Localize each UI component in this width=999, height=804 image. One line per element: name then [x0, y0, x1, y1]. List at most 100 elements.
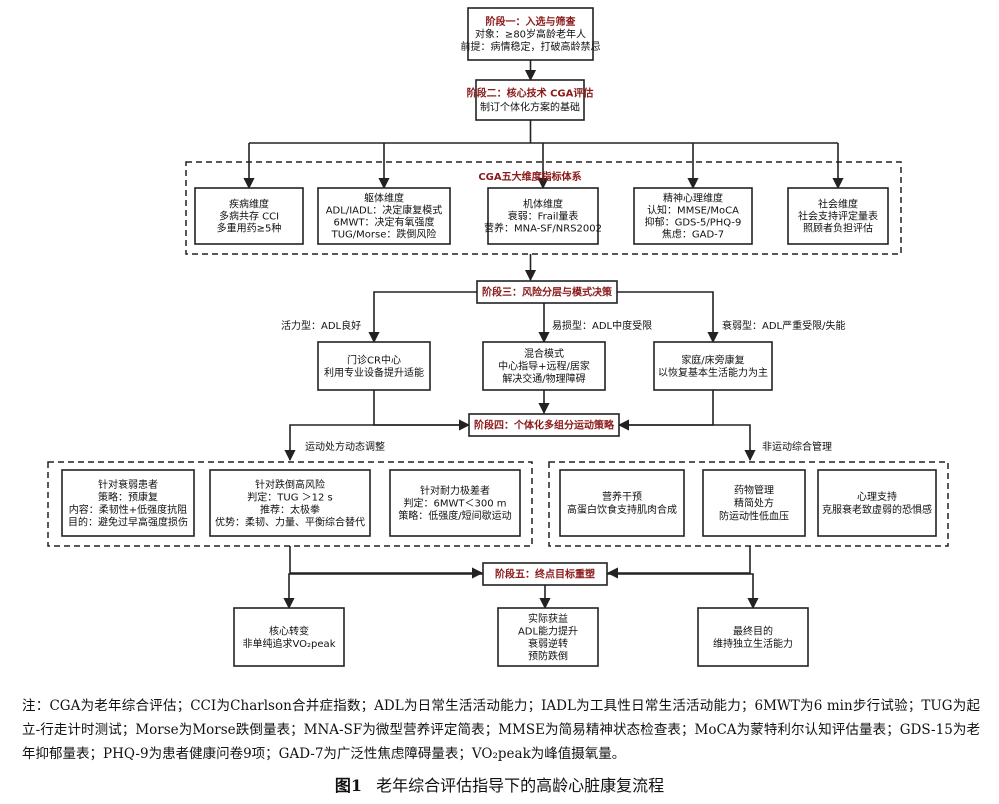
cga-box-4-line: 抑郁：GDS-5/PHQ-9	[645, 216, 742, 229]
stage2-box-frame	[475, 79, 585, 121]
cga-box-2-line: 6MWT：决定有氧强度	[334, 216, 435, 229]
outcome-box-2-frame	[497, 607, 599, 667]
nonexercise-dashed-group	[548, 461, 949, 547]
cga-group-title: CGA五大维度指标体系	[478, 170, 581, 183]
cga-box-3-title: 机体维度	[523, 198, 563, 211]
exercise-box-1-line: 内容：柔韧性+低强度抗阻	[69, 503, 187, 516]
stage3-box: 阶段三：风险分层与模式决策	[476, 280, 618, 304]
mode-3-label: 衰弱型：ADL严重受限/失能	[722, 319, 845, 332]
exercise-group-label: 运动处方动态调整	[305, 440, 385, 453]
stage3-box-title: 阶段三：风险分层与模式决策	[482, 286, 613, 299]
exercise-box-1-frame	[61, 469, 195, 537]
outcome-box-2-title: 实际获益	[528, 612, 568, 625]
nonexercise-box-2-line: 防运动性低血压	[719, 510, 789, 523]
arrow-to-mode-3	[617, 291, 719, 344]
cga-dashed-group	[185, 161, 902, 255]
mode-box-2-line: 中心指导+远程/居家	[498, 360, 590, 373]
stage4-box-title: 阶段四：个体化多组分运动策略	[474, 419, 615, 432]
nonexercise-box-3-frame	[817, 469, 937, 537]
stage2-box-line: 制订个体化方案的基础	[480, 101, 580, 114]
flowchart: 阶段一：入选与筛查对象：≥80岁高龄老年人前提：病情稳定，打破高龄禁忌阶段二：核…	[47, 7, 949, 667]
nonexercise-group-label: 非运动综合管理	[762, 440, 832, 453]
arrow-exercise-to-stage5	[289, 546, 484, 579]
cga-box-5-line: 社会支持评定量表	[798, 210, 878, 223]
cga-box-2-frame	[317, 187, 451, 245]
exercise-box-3-title: 针对耐力极差者	[420, 484, 490, 497]
cga-box-1-title: 疾病维度	[229, 198, 269, 211]
stage4-box: 阶段四：个体化多组分运动策略	[468, 413, 620, 437]
arrow-to-outcome-3	[607, 573, 759, 610]
exercise-box-3-frame	[389, 469, 521, 537]
outcome-box-2-line: 衰弱逆转	[528, 637, 568, 650]
stage1-box-frame	[467, 7, 594, 61]
cga-box-4-line: 焦虑：GAD-7	[662, 228, 724, 241]
outcome-box-3-title: 最终目的	[733, 624, 773, 637]
figure-note: 注：CGA为老年综合评估；CCI为Charlson合并症指数；ADL为日常生活活…	[22, 698, 980, 762]
cga-box-5-line: 照顾者负担评估	[803, 222, 873, 235]
stage5-box-title: 阶段五：终点目标重塑	[495, 568, 595, 581]
cga-box-1-line: 多病共存 CCI	[219, 210, 279, 223]
mode-2-label: 易损型：ADL中度受限	[552, 319, 652, 332]
arrow-to-outcome-1	[283, 573, 483, 610]
cga-box-2-line: ADL/IADL：决定康复模式	[326, 204, 443, 217]
arrow-stage4-to-nonexercise	[619, 424, 756, 462]
cga-box-4-frame	[633, 187, 753, 245]
stage2-box-title: 阶段二：核心技术 CGA评估	[467, 87, 594, 100]
mode-box-1-title: 门诊CR中心	[347, 353, 401, 366]
cga-box-1-frame	[194, 187, 304, 245]
nonexercise-box-3-title: 心理支持	[857, 490, 897, 503]
outcome-box-3-frame	[697, 607, 809, 667]
cga-box-4-line: 认知：MMSE/MoCA	[647, 204, 739, 217]
arrow-mode3-to-stage4	[617, 390, 714, 431]
stage4-box-frame	[468, 413, 620, 437]
exercise-box-2-line: 推荐：太极拳	[260, 503, 320, 516]
exercise-box-2-title: 针对跌倒高风险	[255, 478, 325, 491]
exercise-box-2-line: 判定：TUG ＞12 s	[247, 490, 332, 503]
stage5-box: 阶段五：终点目标重塑	[482, 562, 608, 586]
nonexercise-box-1-frame	[559, 469, 685, 537]
mode-box-1-line: 利用专业设备提升适能	[324, 366, 424, 379]
stage5-box-frame	[482, 562, 608, 586]
arrow-stage4-to-exercise	[284, 424, 469, 462]
cga-box-5-title: 社会维度	[818, 198, 858, 211]
exercise-box-3-line: 策略：低强度/短间歇运动	[398, 509, 511, 522]
arrow-to-mode-1	[368, 291, 477, 344]
stage3-box-frame	[476, 280, 618, 304]
outcome-box-2-line: 预防跌倒	[528, 649, 568, 662]
outcome-box-3-line: 维持独立生活能力	[713, 637, 793, 650]
mode-box-3-line: 以恢复基本生活能力为主	[658, 366, 768, 379]
nonexercise-box-3-line: 克服衰老致虚弱的恐惧感	[822, 503, 932, 516]
cga-box-2-title: 躯体维度	[364, 192, 404, 205]
stage1-box-line: 前提：病情稳定，打破高龄禁忌	[461, 40, 601, 53]
mode-box-3-title: 家庭/床旁康复	[681, 353, 744, 366]
arrow-nonexercise-to-stage5	[606, 546, 751, 579]
cga-box-2-line: TUG/Morse：跌倒风险	[331, 228, 437, 241]
outcome-box-1-title: 核心转变	[269, 624, 309, 637]
nonexercise-box-1-line: 高蛋白饮食支持肌肉合成	[567, 503, 677, 516]
nonexercise-box-2-frame	[702, 469, 806, 537]
outcome-box-1-line: 非单纯追求VO₂peak	[243, 637, 336, 650]
outcome-box-2-line: ADL能力提升	[518, 624, 578, 637]
exercise-box-1-line: 策略：预康复	[98, 490, 158, 503]
stage1-box-line: 对象：≥80岁高龄老年人	[475, 28, 586, 41]
cga-box-3-line: 衰弱：Frail量表	[508, 210, 579, 223]
outcome-box-1-frame	[233, 607, 345, 667]
nonexercise-box-2-title: 药物管理	[734, 484, 774, 497]
exercise-box-1-line: 目的：避免过早高强度损伤	[68, 515, 188, 528]
figure-title: 老年综合评估指导下的高龄心脏康复流程	[376, 776, 665, 795]
exercise-box-1-title: 针对衰弱患者	[98, 478, 158, 491]
mode-box-2-line: 解决交通/物理障碍	[502, 372, 585, 385]
